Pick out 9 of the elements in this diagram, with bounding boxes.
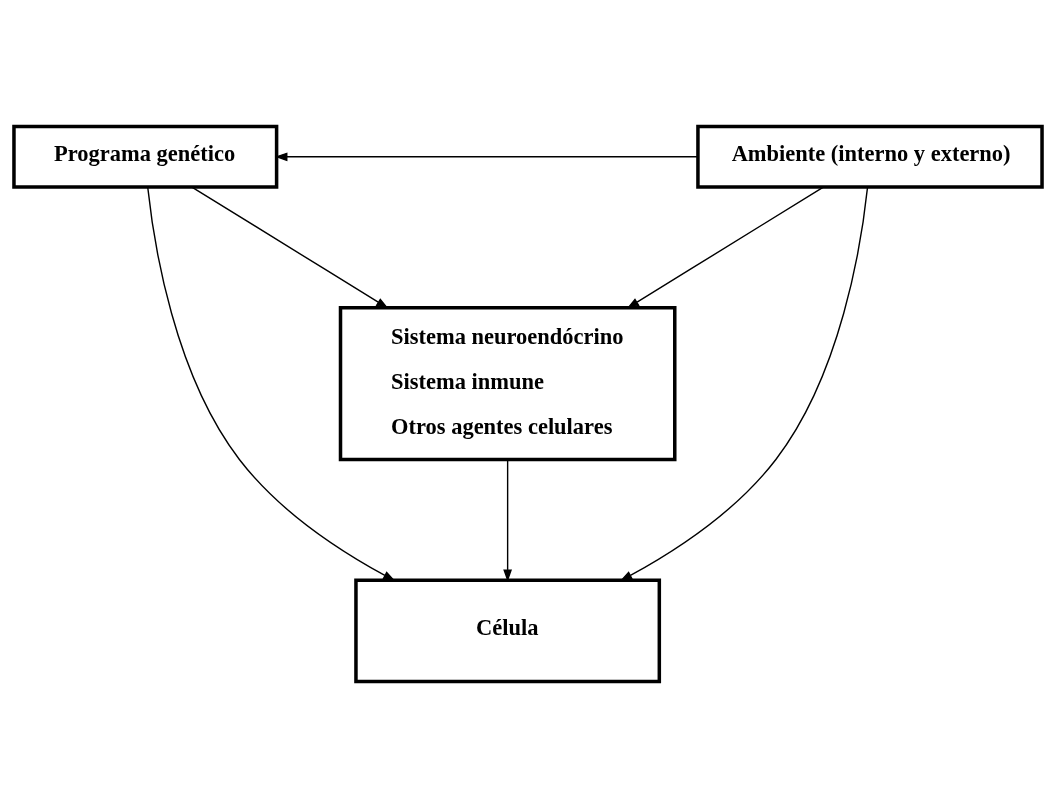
- node-box: Ambiente (interno y externo): [696, 124, 1044, 189]
- arrow: [626, 185, 825, 309]
- arrow: [503, 458, 513, 582]
- node-box: Célula: [354, 578, 662, 683]
- arrow: [191, 185, 389, 309]
- arrow: [147, 186, 396, 581]
- node-box: Programa genético: [12, 124, 279, 189]
- arrow: [619, 186, 869, 581]
- node-box: Sistema neuroendócrino Sistema inmune Otros agentes celulares: [338, 305, 677, 461]
